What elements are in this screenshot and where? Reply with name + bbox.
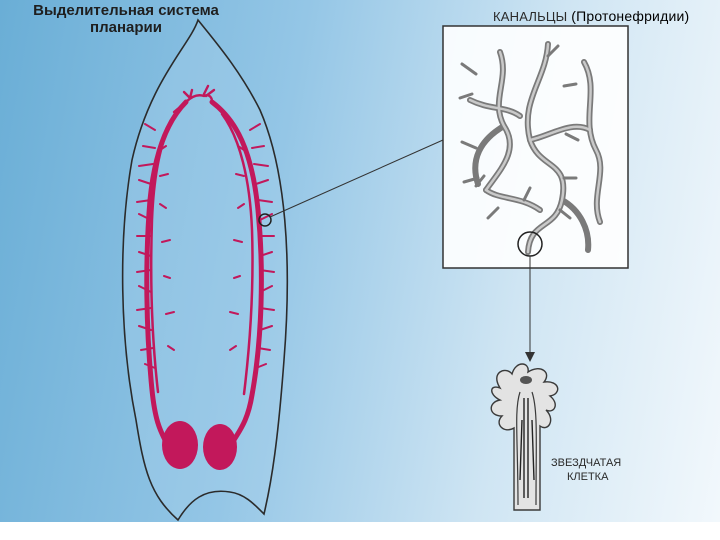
protonephridia-network xyxy=(458,41,604,255)
page-title-line-2: планарии xyxy=(90,19,162,36)
right-excretory-bladder xyxy=(203,424,237,470)
anterior-canal-branches xyxy=(172,84,226,116)
left-excretory-canal xyxy=(136,99,189,443)
excretory-system-diagram xyxy=(121,18,629,522)
canals-label: КАНАЛЬЦЫ (Протонефридии) xyxy=(493,8,689,24)
canals-label-text: КАНАЛЬЦЫ xyxy=(493,9,568,24)
zoom-connector-line xyxy=(269,139,444,218)
flame-cell-label-line-1: ЗВЕЗДЧАТАЯ xyxy=(551,457,622,469)
canal-zoom-marker xyxy=(258,213,272,227)
connector-arrowhead xyxy=(525,352,535,362)
flame-cell-illustration xyxy=(490,363,559,511)
bottom-strip xyxy=(0,522,720,540)
left-excretory-bladder xyxy=(162,421,198,469)
page-title: Выделительная система планарии xyxy=(6,2,246,36)
page-title-line-1: Выделительная система xyxy=(33,2,219,19)
canals-note-text: (Протонефридии) xyxy=(571,8,690,24)
flame-cell-label-line-2: КЛЕТКА xyxy=(567,471,609,483)
right-excretory-canal xyxy=(209,99,275,443)
flame-cell-label: ЗВЕЗДЧАТАЯ КЛЕТКА xyxy=(551,456,621,484)
